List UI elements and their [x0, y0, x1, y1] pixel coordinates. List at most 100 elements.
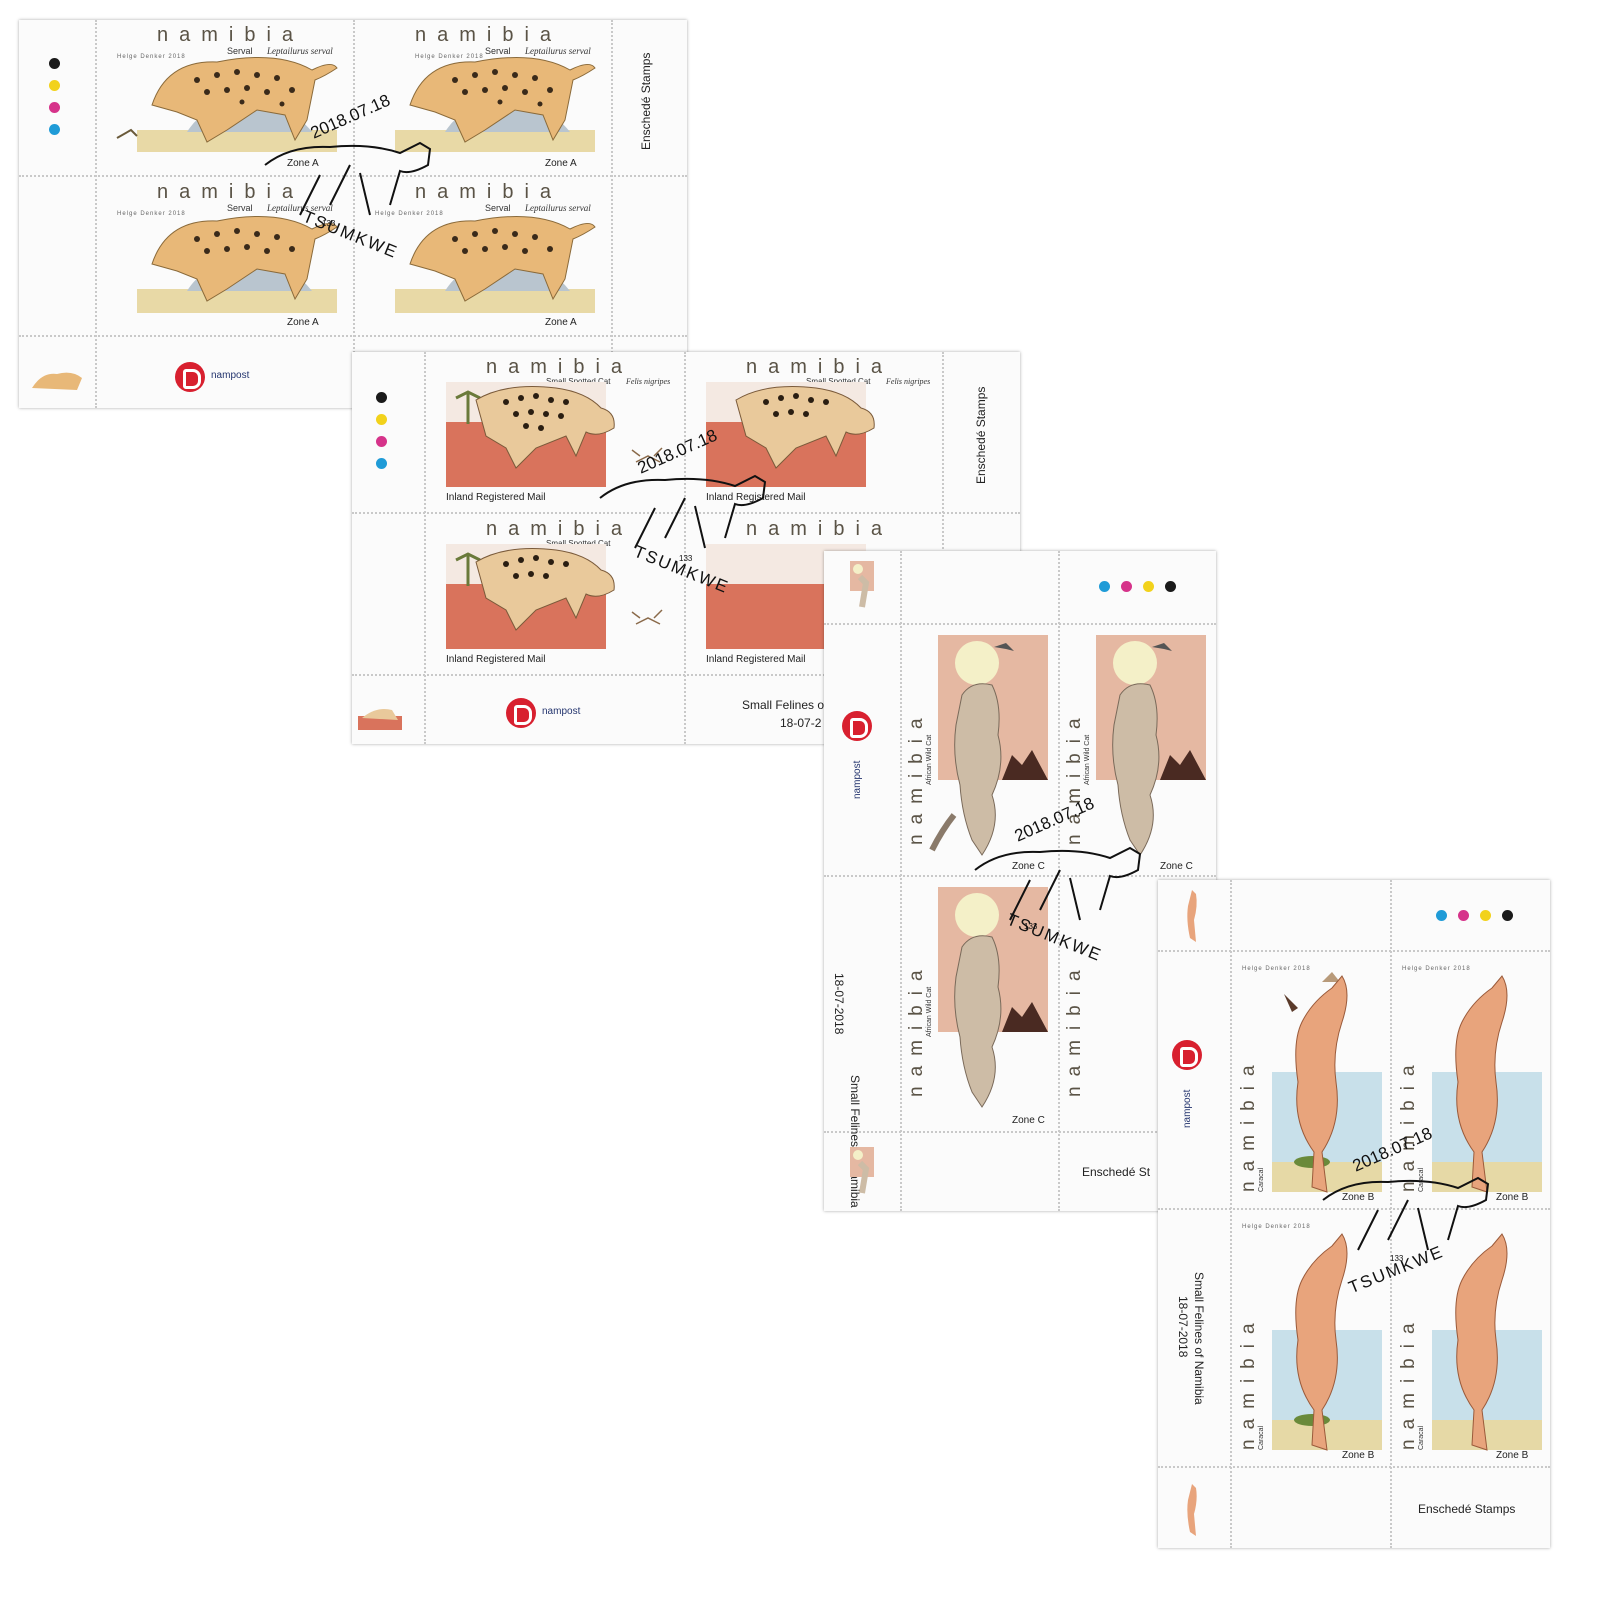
african-wild-cat-illustration-icon [929, 635, 1048, 856]
perforation [424, 352, 426, 744]
zone-label: Inland Registered Mail [706, 492, 806, 503]
postmark: 2018.07.18 133 TSUMKWE [1318, 1124, 1518, 1300]
small-spotted-cat-thumbnail-icon [358, 709, 402, 730]
perforation [353, 20, 355, 408]
postmark-number: 133 [322, 219, 336, 228]
country-name: namibia [157, 24, 305, 46]
african-wild-cat-illustration-icon [1096, 635, 1206, 856]
perforation [611, 20, 613, 408]
country-name: namibia [486, 356, 634, 378]
issue-date: 18-07-2 [780, 716, 822, 730]
zone-label: Zone B [1496, 1192, 1529, 1203]
species-name: Serval [485, 203, 511, 213]
caracal-stamp: namibia Caracal Helge Denker 2018 Zone B [1232, 1210, 1390, 1466]
nampost-logo-icon [506, 698, 536, 728]
perforation [19, 335, 687, 337]
zone-label: Inland Registered Mail [446, 654, 546, 665]
caracal-illustration-icon [1432, 1233, 1542, 1451]
perforation [1158, 1208, 1550, 1210]
cat-postmark-icon [599, 474, 767, 549]
color-dot-cyan [1099, 581, 1110, 592]
perforation [824, 875, 1216, 877]
issue-date: 18-07-2018 [832, 973, 846, 1035]
printer-imprint: Enschedé St [1082, 1165, 1151, 1179]
perforation [1230, 880, 1232, 1548]
color-dot-magenta [49, 102, 60, 113]
artist-credit: Helge Denker 2018 [375, 211, 444, 217]
african-wild-cat-stamp: namibia African Wild Cat Zone C [902, 877, 1058, 1131]
zone-label: Zone A [287, 158, 319, 169]
african-wild-cat-stamp: namibia African Wild Cat Zone C [902, 625, 1058, 875]
issue-title: Small Felines o [742, 698, 825, 712]
zone-label: Inland Registered Mail [706, 654, 806, 665]
cat-postmark-icon [974, 846, 1142, 921]
postmark-number: 133 [1390, 1254, 1404, 1263]
color-dot-yellow [1480, 910, 1491, 921]
small-spotted-cat-sheet: namibia Small Spotted Cat Felis nigripes… [352, 352, 1020, 744]
perforation [900, 551, 902, 1211]
african-wild-cat-sheet: namibia African Wild Cat Zone C namibia … [824, 551, 1216, 1211]
artist-credit: Helge Denker 2018 [1242, 966, 1311, 972]
african-wild-cat-illustration-icon [938, 887, 1048, 1108]
country-name: namibia [1064, 960, 1085, 1097]
color-dot-cyan [49, 124, 60, 135]
zone-label: Zone C [1160, 861, 1193, 872]
serval-stamp: namibia Serval Leptailurus serval Helge … [355, 20, 611, 175]
country-name: namibia [415, 24, 563, 46]
zone-label: Zone A [287, 317, 319, 328]
postmark-number: 133 [1024, 922, 1038, 931]
small-spotted-cat-illustration-icon [446, 544, 663, 649]
color-dot-yellow [49, 80, 60, 91]
cat-postmark-icon [1322, 1176, 1490, 1251]
species-name: Serval [485, 46, 511, 56]
color-dot-magenta [1121, 581, 1132, 592]
nampost-wordmark: nampost [1182, 1089, 1193, 1128]
zone-label: Zone C [1012, 861, 1045, 872]
country-name: namibia [746, 518, 894, 540]
color-dot-black [49, 58, 60, 69]
caracal-illustration-icon [1272, 972, 1382, 1193]
african-wild-cat-thumbnail-icon [850, 561, 874, 608]
zone-label: Inland Registered Mail [446, 492, 546, 503]
nampost-wordmark: nampost [852, 760, 863, 799]
printer-imprint: Enschedé Stamps [1418, 1502, 1516, 1516]
species-name: Small Spotted Cat [806, 377, 871, 386]
perforation [95, 20, 97, 408]
country-name: namibia [157, 181, 305, 203]
nampost-wordmark: nampost [211, 370, 250, 381]
zone-label: Zone C [1012, 1115, 1045, 1126]
country-name: namibia [486, 518, 634, 540]
nampost-logo-icon [175, 362, 205, 392]
species-latin: Leptailurus serval [525, 203, 591, 213]
artist-credit: Helge Denker 2018 [415, 54, 484, 60]
serval-illustration-icon [116, 57, 338, 152]
color-dot-cyan [1436, 910, 1447, 921]
color-dot-black [1502, 910, 1513, 921]
small-spotted-cat-stamp: namibia Small Spotted Cat Felis nigripes… [426, 352, 684, 512]
caracal-thumbnail-icon [1187, 1484, 1197, 1536]
small-spotted-cat-illustration-icon [446, 382, 663, 487]
serval-illustration-icon [137, 216, 338, 313]
caracal-thumbnail-icon [1187, 890, 1197, 942]
species-latin: Leptailurus serval [267, 203, 333, 213]
species-name: Serval [227, 46, 253, 56]
zone-label: Zone A [545, 317, 577, 328]
color-dot-black [1165, 581, 1176, 592]
perforation [942, 352, 944, 744]
serval-stamp: namibia Serval Leptailurus serval Helge … [355, 177, 611, 335]
issue-title: Small Felines of Namibia [1192, 1272, 1206, 1405]
nampost-logo-icon [1172, 1040, 1202, 1070]
artist-credit: Helge Denker 2018 [1242, 1224, 1311, 1230]
small-spotted-cat-illustration-icon [706, 382, 875, 487]
color-dot-black [376, 392, 387, 403]
color-dot-yellow [1143, 581, 1154, 592]
caracal-stamp: namibia Caracal Helge Denker 2018 Zone B [1392, 952, 1550, 1208]
postmark-number: 133 [679, 554, 693, 563]
artist-credit: Helge Denker 2018 [117, 54, 186, 60]
caracal-stamp: namibia Caracal Zone B [1392, 1210, 1550, 1466]
nampost-logo-icon [842, 711, 872, 741]
small-spotted-cat-stamp: namibia Small Spotted Cat Inland Registe… [426, 514, 684, 674]
species-latin: Felis nigripes [626, 377, 671, 386]
serval-illustration-icon [395, 57, 596, 152]
country-name: namibia [746, 356, 894, 378]
